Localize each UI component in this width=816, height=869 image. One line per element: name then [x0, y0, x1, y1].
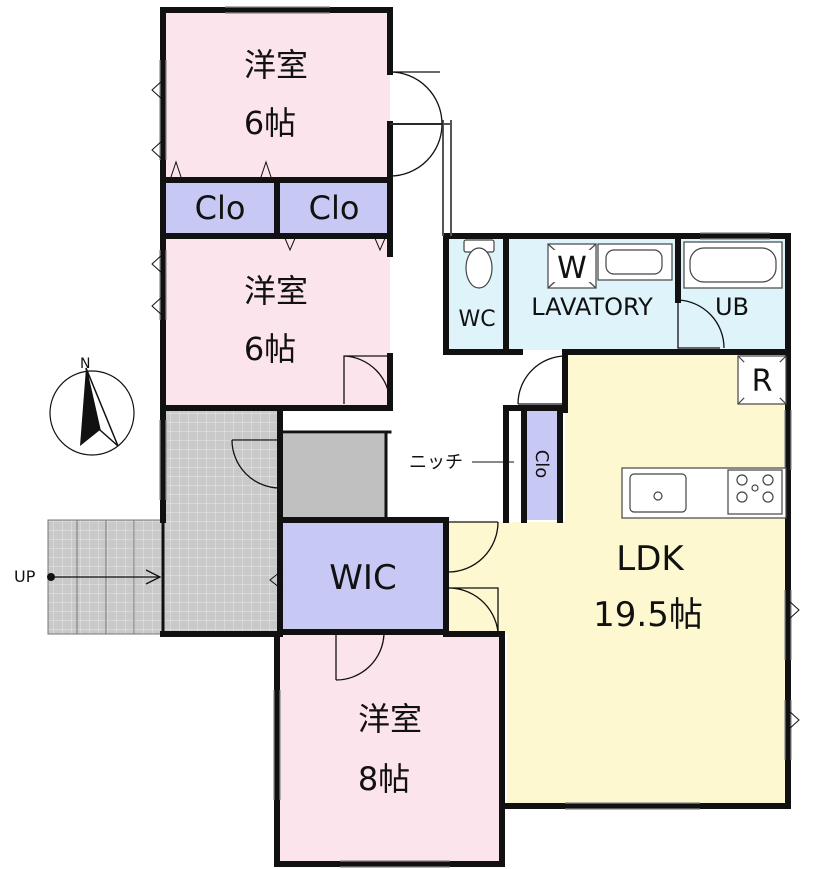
closet-right-label: Clo: [309, 189, 360, 227]
bedroom-bottom-size: 8帖: [358, 760, 410, 798]
closet-left-fill: [163, 180, 276, 236]
closet-niche-label: Clo: [531, 450, 552, 479]
lavatory-label: LAVATORY: [531, 293, 653, 321]
bedroom-bottom-fill: [277, 634, 502, 864]
bedroom-top-fill: [163, 10, 390, 180]
bath-label: UB: [715, 293, 749, 321]
bathtub: [683, 241, 783, 289]
stairs-arrow: [47, 569, 162, 585]
vanity-sink: [597, 243, 673, 281]
closet-niche-fill: [527, 408, 557, 520]
toilet: [463, 239, 495, 289]
wic-label: WIC: [329, 558, 396, 598]
ldk-name: LDK: [616, 539, 685, 579]
kitchen-counter: [621, 467, 787, 519]
ldk-fill-lower: [446, 522, 566, 634]
closet-left-label: Clo: [195, 189, 246, 227]
entrance-floor: [163, 410, 277, 634]
shoe-storage: [282, 434, 386, 520]
niche-label: ニッチ: [409, 452, 463, 473]
washer-label: W: [557, 251, 587, 286]
corridor-wall: [390, 120, 452, 236]
bedroom-bottom-name: 洋室: [358, 700, 422, 738]
ldk-fill: [507, 352, 788, 806]
wic-fill: [280, 522, 446, 632]
closet-right-fill: [278, 180, 390, 236]
bedroom-middle-name: 洋室: [244, 272, 308, 310]
ldk-size: 19.5帖: [593, 595, 703, 635]
compass-north-label: N: [80, 356, 90, 372]
window-hinge-marks: [151, 79, 800, 731]
wc-label: WC: [458, 307, 495, 332]
doors: [231, 71, 725, 681]
bedroom-middle-fill: [163, 236, 390, 408]
stairs-up-label: UP: [14, 567, 36, 586]
bedroom-middle-size: 6帖: [244, 330, 296, 368]
washer-label-bg: [552, 250, 592, 282]
bedroom-top-size: 6帖: [244, 104, 296, 142]
walls: [160, 7, 791, 867]
fridge-label: R: [752, 364, 773, 399]
fridge-label-bg: [744, 362, 780, 398]
compass: [49, 367, 135, 456]
windows: [159, 6, 792, 868]
bedroom-top-name: 洋室: [244, 46, 308, 84]
